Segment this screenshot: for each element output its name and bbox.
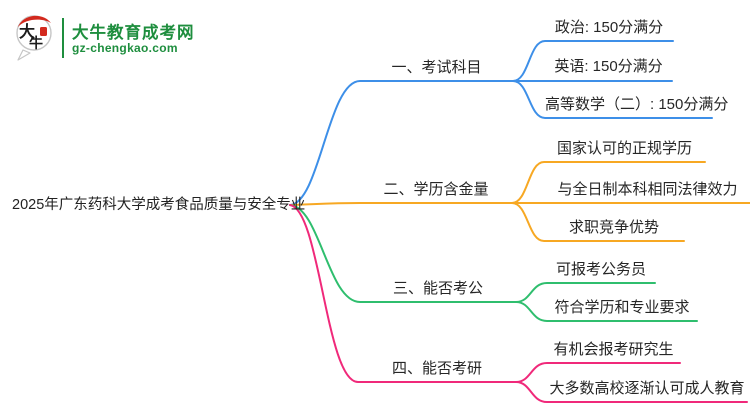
svg-text:牛: 牛 bbox=[29, 35, 43, 52]
branch-3-child-1: 可报考公务员 bbox=[555, 261, 646, 278]
branch-4-child-2-connector bbox=[515, 381, 748, 403]
branch-2-child-1-connector bbox=[511, 161, 706, 204]
brand-url: gz-chengkao.com bbox=[72, 41, 178, 55]
branch-2-label: 二、学历含金量 bbox=[383, 181, 489, 198]
branch-1-child-3: 高等数学（二）: 150分满分 bbox=[545, 96, 729, 113]
branch-1-child-1: 政治: 150分满分 bbox=[554, 19, 664, 36]
branch-3-connector bbox=[289, 204, 517, 303]
root-topic: 2025年广东药科大学成考食品质量与安全专业 bbox=[12, 197, 306, 213]
site-logo: 大 牛 大牛教育成考网 gz-chengkao.com bbox=[10, 8, 240, 64]
brand-title: 大牛教育成考网 bbox=[72, 24, 195, 42]
svg-text:大: 大 bbox=[19, 22, 35, 41]
branch-2-child-1: 国家认可的正规学历 bbox=[556, 140, 692, 157]
branch-3-child-2: 符合学历和专业要求 bbox=[554, 299, 690, 316]
branch-3-label: 三、能否考公 bbox=[392, 280, 483, 297]
branch-4-child-1-connector bbox=[515, 362, 681, 383]
branch-1-child-2: 英语: 150分满分 bbox=[554, 58, 663, 75]
branch-2-connector bbox=[289, 202, 513, 206]
branch-1-connector bbox=[289, 80, 514, 206]
branch-4-child-2: 大多数高校逐渐认可成人教育 bbox=[549, 380, 745, 397]
branch-1-label: 一、考试科目 bbox=[391, 59, 482, 76]
branch-3-child-2-connector bbox=[515, 301, 698, 322]
branch-4-connector bbox=[289, 204, 517, 383]
branch-3-child-1-connector bbox=[515, 282, 656, 303]
branch-2-child-3-connector bbox=[511, 202, 685, 242]
branch-2-child-3: 求职竞争优势 bbox=[568, 219, 659, 236]
daniu-bubble-icon: 大 牛 bbox=[16, 15, 52, 61]
branch-1-child-3-connector bbox=[512, 80, 713, 119]
logo-divider bbox=[62, 18, 64, 58]
branch-2-child-2: 与全日制本科相同法律效力 bbox=[557, 181, 738, 198]
branch-4-child-1: 有机会报考研究生 bbox=[553, 341, 674, 358]
branch-1-child-1-connector bbox=[512, 40, 674, 82]
branch-4-label: 四、能否考研 bbox=[391, 360, 482, 377]
